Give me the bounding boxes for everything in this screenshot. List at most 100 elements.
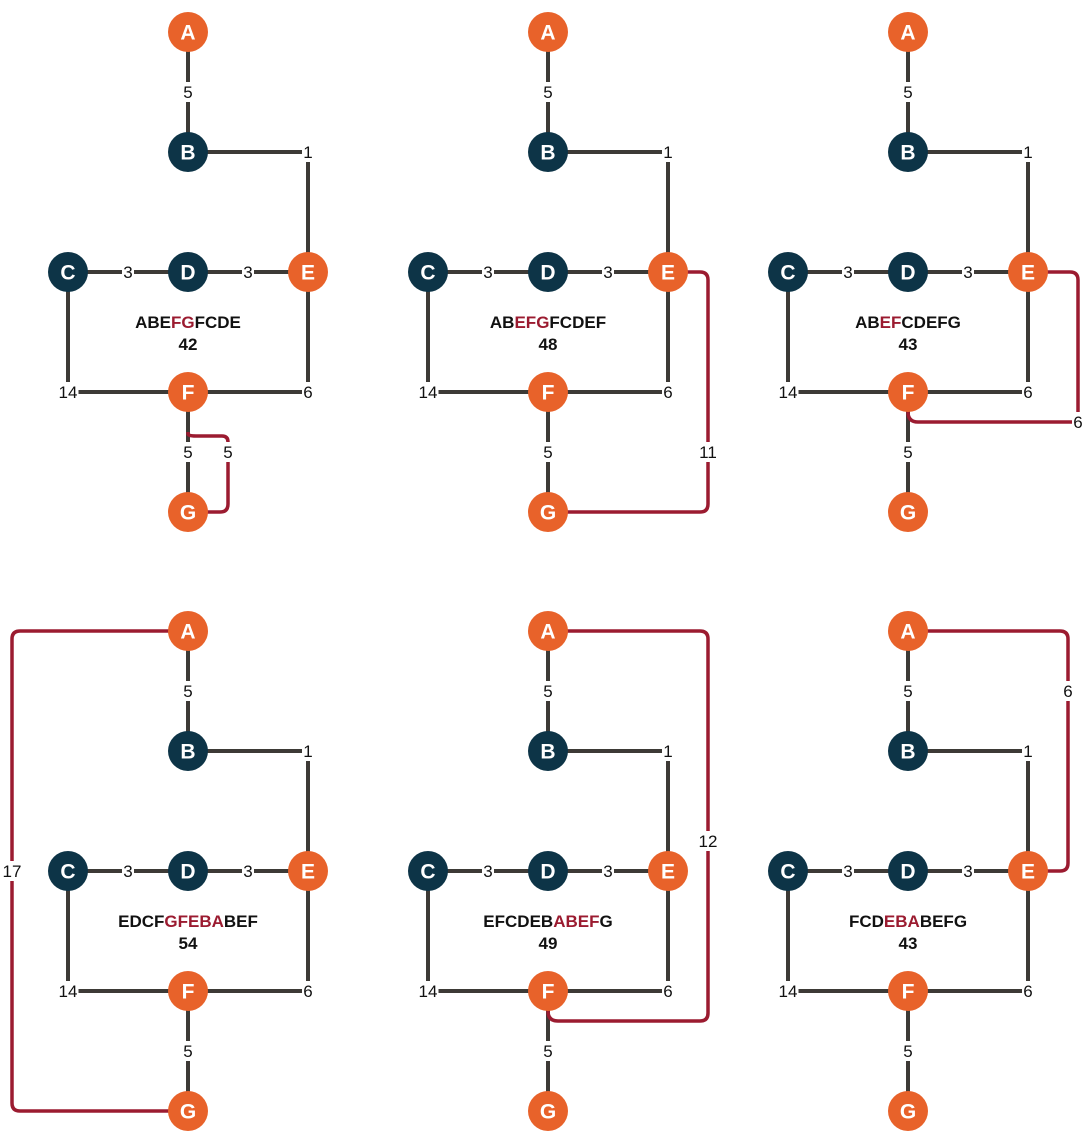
weight-added-F-G: 5	[223, 443, 232, 462]
weight-C-F: 14	[419, 982, 438, 1001]
weight-E-F-bg	[662, 981, 674, 1001]
weight-A-B-bg	[902, 82, 914, 102]
node-E: E	[1008, 252, 1048, 292]
node-E-label: E	[661, 262, 675, 285]
added-edge-E-G	[548, 270, 710, 514]
edge-E-F	[546, 869, 670, 993]
route-segment: BEF	[224, 912, 258, 931]
weight-F-G: 5	[543, 1042, 552, 1061]
node-G: G	[168, 492, 208, 532]
weight-D-E-bg	[242, 262, 254, 282]
node-C-label: C	[60, 262, 75, 285]
node-A-label: A	[540, 621, 555, 644]
node-F-circle	[168, 372, 208, 412]
weight-F-G-bg	[182, 442, 194, 462]
node-G-label: G	[900, 1101, 916, 1124]
node-G-label: G	[540, 502, 556, 525]
weight-F-G: 5	[543, 443, 552, 462]
edge-E-F	[546, 270, 670, 394]
node-F: F	[168, 372, 208, 412]
node-E-circle	[648, 252, 688, 292]
node-B-circle	[888, 132, 928, 172]
weight-E-F: 6	[1023, 383, 1032, 402]
node-E-label: E	[301, 861, 315, 884]
edge-C-F	[786, 270, 910, 394]
edge-B-E	[186, 150, 310, 274]
node-E-circle	[648, 851, 688, 891]
node-D: D	[528, 252, 568, 292]
node-G: G	[168, 1091, 208, 1131]
node-G-circle	[168, 492, 208, 532]
node-C-circle	[408, 252, 448, 292]
edge-B-E	[546, 150, 670, 274]
route-segment: AB	[490, 313, 515, 332]
node-A: A	[528, 611, 568, 651]
edge-B-E	[546, 749, 670, 873]
node-D-label: D	[180, 262, 195, 285]
route-highlight: ABEF	[553, 912, 599, 931]
node-D-circle	[888, 252, 928, 292]
weight-C-F: 14	[59, 982, 78, 1001]
node-G-circle	[888, 492, 928, 532]
weight-D-E-bg	[602, 861, 614, 881]
node-A: A	[168, 12, 208, 52]
route-highlight: FG	[171, 313, 195, 332]
weight-C-D: 3	[123, 263, 132, 282]
node-E-circle	[1008, 851, 1048, 891]
node-B: B	[528, 132, 568, 172]
edge-E-F	[186, 270, 310, 394]
weight-B-E-bg	[302, 741, 314, 761]
weight-A-B-bg	[542, 82, 554, 102]
edge-B-E	[906, 749, 1030, 873]
node-C-circle	[408, 851, 448, 891]
weight-F-G-bg	[542, 442, 554, 462]
weight-added-E-F: 6	[1073, 413, 1082, 432]
route-highlight: GFEBA	[164, 912, 224, 931]
node-C-label: C	[780, 861, 795, 884]
weight-E-F-bg	[302, 981, 314, 1001]
weight-A-B-bg	[182, 681, 194, 701]
node-F-circle	[888, 971, 928, 1011]
weight-B-E-bg	[302, 142, 314, 162]
weight-C-F: 14	[59, 383, 78, 402]
node-F-label: F	[182, 382, 195, 405]
node-E-circle	[288, 252, 328, 292]
edge-C-F	[426, 270, 550, 394]
node-D: D	[528, 851, 568, 891]
weight-E-F-bg	[1022, 981, 1034, 1001]
node-D: D	[888, 851, 928, 891]
node-E-label: E	[1021, 262, 1035, 285]
node-G-label: G	[540, 1101, 556, 1124]
weight-A-B-bg	[182, 82, 194, 102]
node-A-label: A	[900, 22, 915, 45]
node-E-circle	[288, 851, 328, 891]
weight-A-B-bg	[542, 681, 554, 701]
weight-added-E-F-bg	[1072, 412, 1084, 432]
weight-E-F: 6	[1023, 982, 1032, 1001]
weight-C-F-bg	[57, 981, 79, 1001]
weight-D-E: 3	[963, 263, 972, 282]
route-total: 54	[179, 934, 198, 953]
node-B: B	[168, 132, 208, 172]
node-C: C	[48, 851, 88, 891]
node-D-label: D	[180, 861, 195, 884]
node-G-label: G	[180, 1101, 196, 1124]
added-edge-A-F	[546, 629, 710, 1023]
edge-C-F	[66, 270, 190, 394]
node-F-circle	[888, 372, 928, 412]
node-A: A	[528, 12, 568, 52]
weight-C-D-bg	[482, 262, 494, 282]
weight-A-B: 5	[183, 83, 192, 102]
weight-C-D: 3	[843, 263, 852, 282]
node-E-label: E	[1021, 861, 1035, 884]
node-F-label: F	[542, 382, 555, 405]
weight-B-E: 1	[303, 143, 312, 162]
added-edge-F-G	[186, 432, 230, 514]
node-B-label: B	[900, 741, 915, 764]
route-sequence: EFCDEBABEFG	[483, 912, 612, 931]
weight-C-F: 14	[779, 383, 798, 402]
route-segment: FCDEF	[549, 313, 606, 332]
